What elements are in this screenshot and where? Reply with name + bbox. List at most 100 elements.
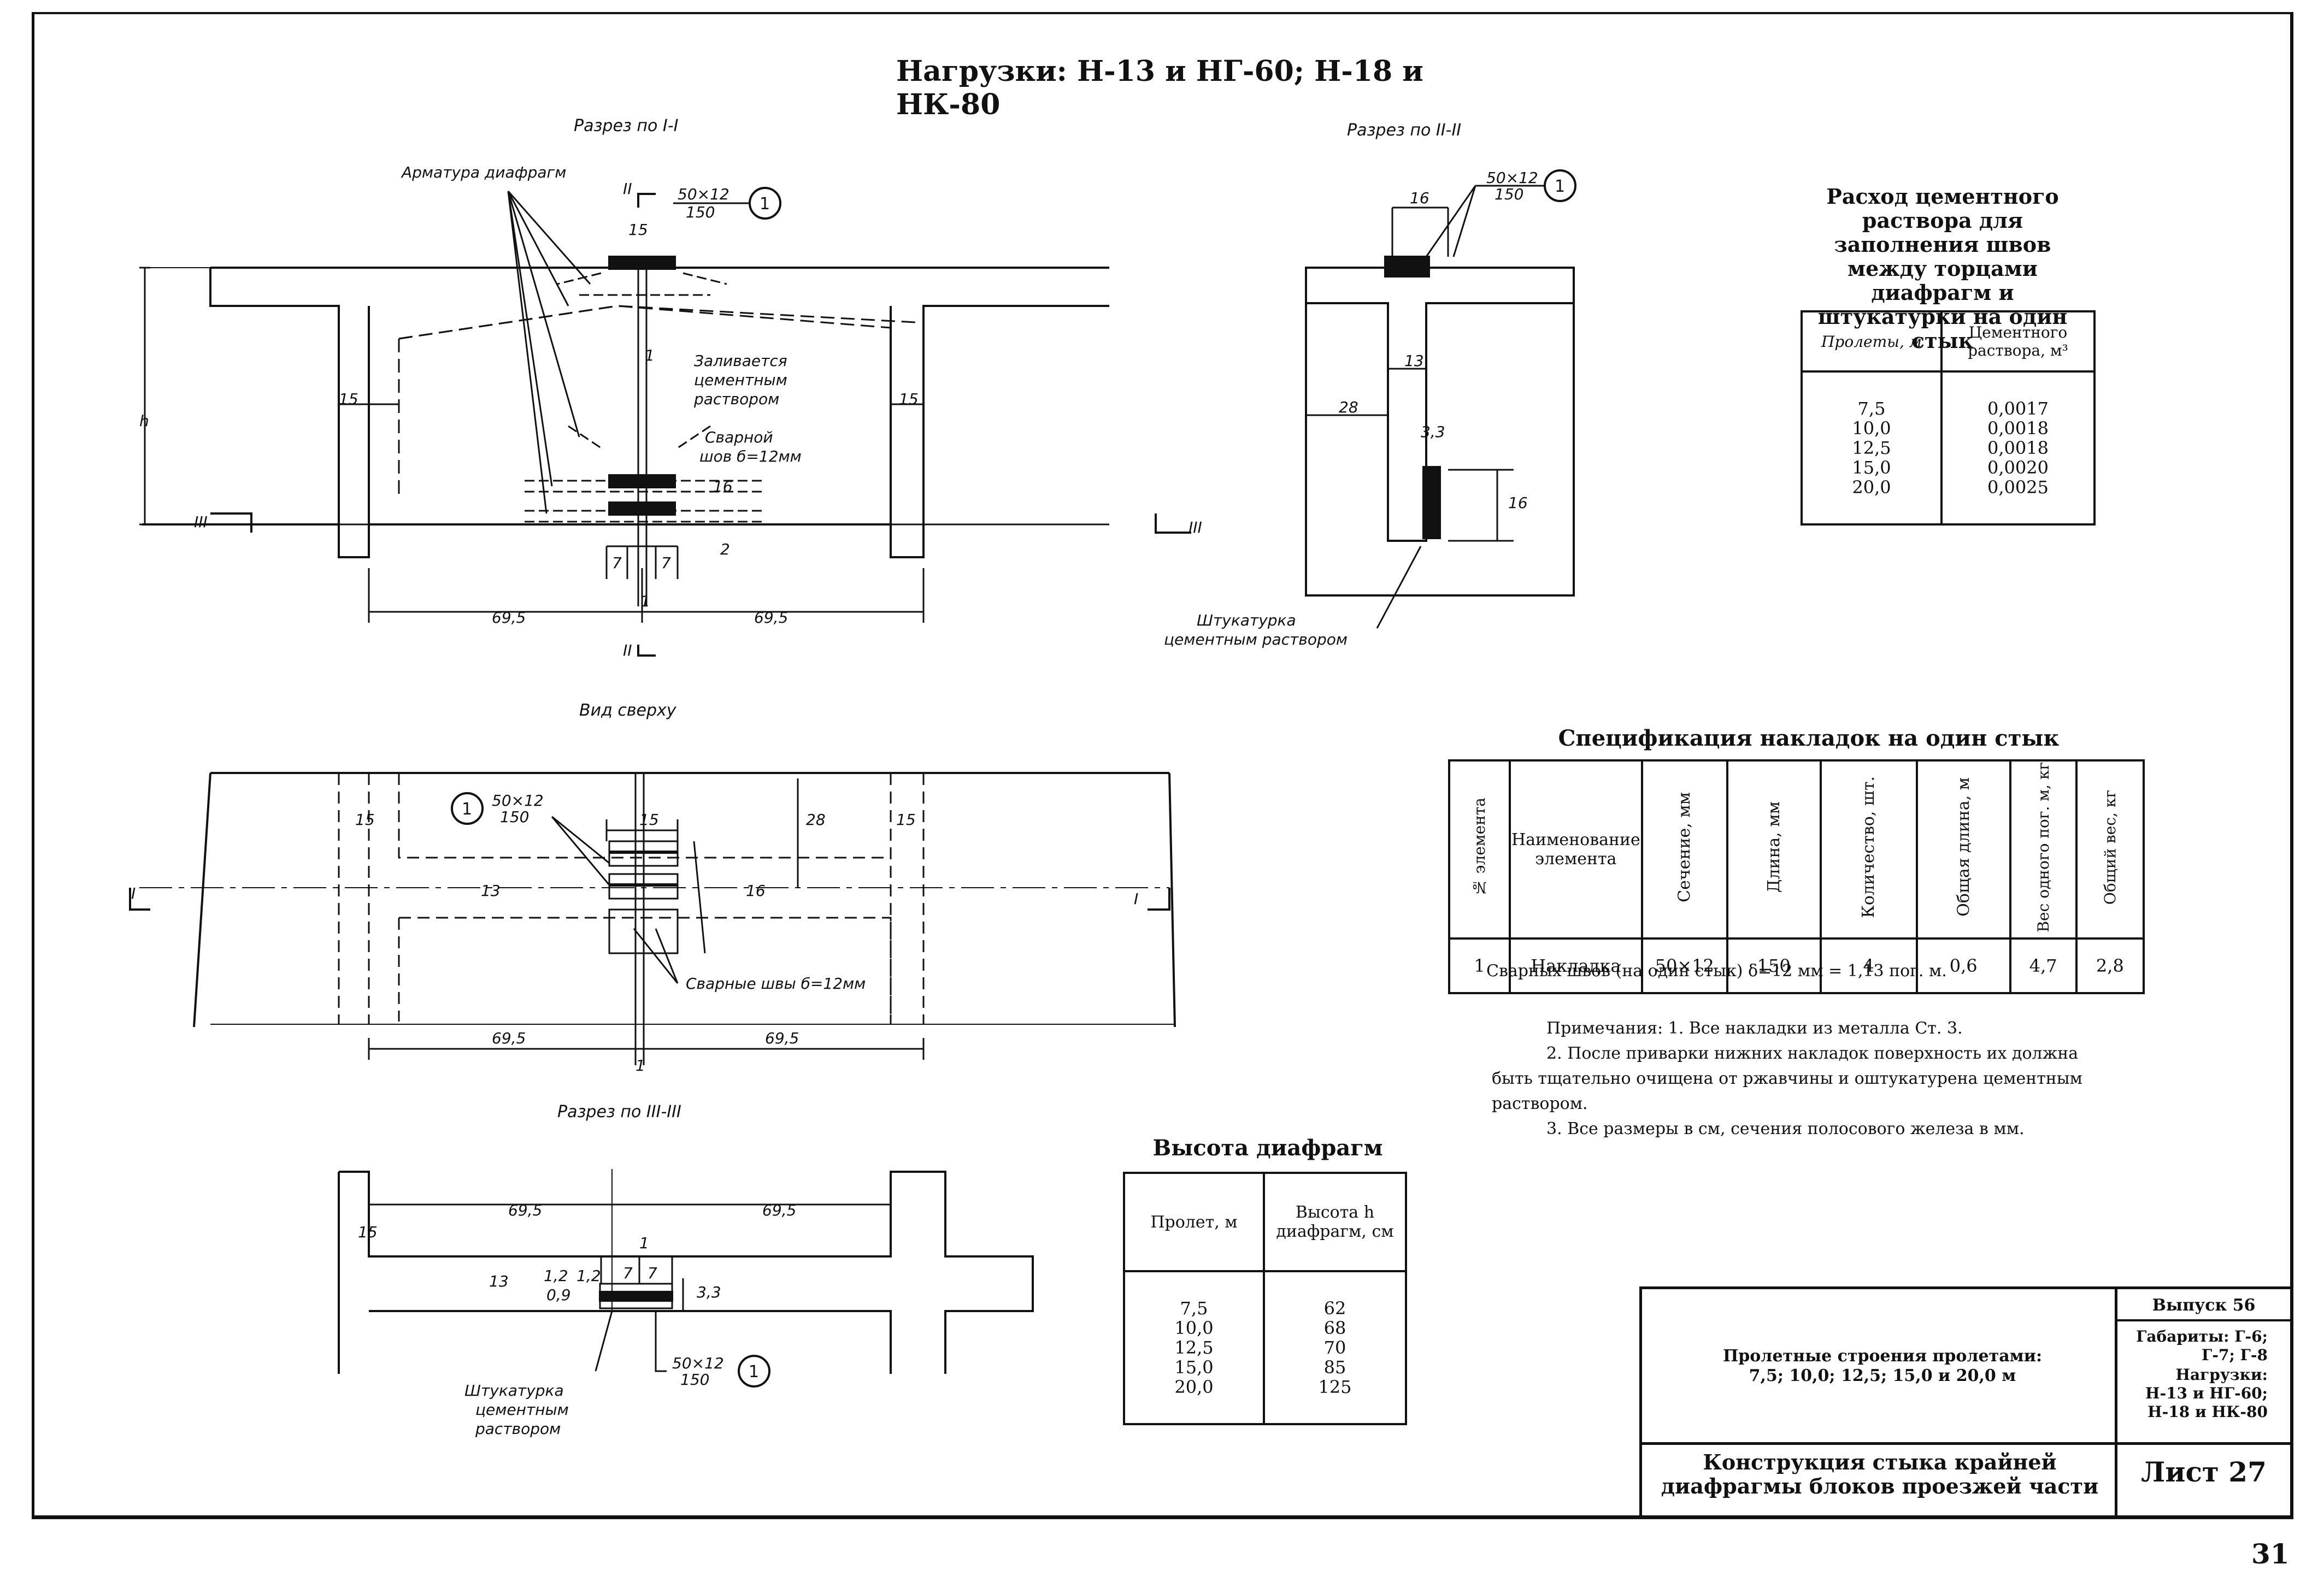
title-block-hdiv	[1642, 1442, 2290, 1445]
spec-cell-1: Накладка	[1509, 937, 1643, 994]
dim-69-a: 69,5	[492, 609, 526, 627]
label-svarnoy-2: шов б=12мм	[699, 447, 802, 465]
label-zalivaetsya-2: цементным	[694, 371, 787, 389]
dim-7-III-a: 7	[623, 1264, 633, 1282]
spec-cell-7: 2,8	[2075, 937, 2145, 994]
svg-text:1: 1	[749, 1362, 759, 1382]
plate-label-4: 50×12	[672, 1354, 724, 1372]
dim-69-III-a: 69,5	[508, 1201, 542, 1219]
dim-1-top: 1	[636, 1056, 645, 1075]
spec-col-0: № элемента	[1448, 759, 1511, 940]
mark-II-top: II	[623, 180, 632, 198]
height-table: Пролет, м Высота h диафрагм, см 7,5 10,0…	[1123, 1172, 1407, 1425]
dim-13-II: 13	[1404, 352, 1424, 370]
cement-values: 0,0017 0,0018 0,0018 0,0020 0,0025	[1940, 370, 2096, 526]
notes: Примечания: 1. Все накладки из металла С…	[1492, 1016, 2098, 1142]
svg-text:1: 1	[462, 800, 472, 819]
label-zalivaetsya: Заливается	[694, 352, 787, 370]
page-number: 31	[2251, 1538, 2290, 1570]
section-1-1	[139, 191, 1191, 657]
label-shtukaturka-II-2: цементным раствором	[1164, 630, 1348, 648]
top-view	[129, 772, 1176, 1065]
cement-spans: 7,5 10,0 12,5 15,0 20,0	[1801, 370, 1943, 526]
spec-cell-6: 4,7	[2009, 937, 2078, 994]
dim-15-top-a: 15	[355, 811, 375, 829]
label-zalivaetsya-3: раствором	[693, 390, 779, 408]
dim-1: 1	[645, 346, 655, 364]
label-shtukaturka-III-2: цементным	[475, 1401, 569, 1419]
dim-h: h	[139, 412, 149, 430]
height-col-spans: Пролет, м	[1123, 1172, 1265, 1272]
mark-III-left: III	[194, 513, 208, 531]
height-col-h: Высота h диафрагм, см	[1263, 1172, 1407, 1272]
spec-col-7: Общий вес, кг	[2075, 759, 2145, 940]
height-table-title: Высота диафрагм	[1152, 1135, 1383, 1161]
label-shtukaturka-III: Штукатурка	[464, 1382, 564, 1400]
svg-text:1: 1	[1555, 177, 1565, 196]
dim-7-a: 7	[612, 554, 622, 572]
section-3-3	[338, 1169, 1034, 1374]
view-label-section-2: Разрез по II-II	[1347, 121, 1461, 140]
view-label-top: Вид сверху	[579, 701, 677, 720]
mark-III-right: III	[1189, 518, 1202, 536]
dim-12-III-a: 1,2	[544, 1267, 568, 1285]
dim-16: 16	[713, 477, 733, 495]
spec-col-3: Длина, мм	[1726, 759, 1822, 940]
height-values: 62 68 70 85 125	[1263, 1270, 1407, 1425]
note-3: 3. Все размеры в см, сечения полосового …	[1546, 1119, 2025, 1138]
dim-28-top: 28	[806, 811, 826, 829]
dim-15-b: 15	[899, 390, 919, 408]
title-block-hdiv-2	[2115, 1319, 2290, 1321]
dim-15-top-c: 15	[639, 811, 659, 829]
dim-7-III-b: 7	[648, 1264, 657, 1282]
mark-II-bottom: II	[623, 641, 632, 659]
dim-13-III: 13	[489, 1272, 509, 1290]
dim-15-III: 15	[358, 1223, 378, 1241]
dim-1-b: 1	[640, 592, 650, 610]
title-block-gabarity: Габариты: Г-6; Г-7; Г-8	[2136, 1327, 2268, 1364]
dim-16-top: 16	[746, 882, 766, 900]
title-block-issue: Выпуск 56	[2152, 1296, 2256, 1315]
dim-7-b: 7	[661, 554, 671, 572]
dim-69-b: 69,5	[754, 609, 788, 627]
page-title: Нагрузки: Н-13 и НГ-60; Н-18 и НК-80	[896, 55, 1423, 121]
plate-label-3: 50×12	[492, 792, 544, 810]
dim-28-II: 28	[1339, 398, 1358, 416]
dim-33-II: 3,3	[1421, 423, 1445, 441]
cement-col-mortar: Цементного раствора, м³	[1940, 310, 2096, 373]
dim-15-a: 15	[339, 390, 358, 408]
dim-69-top-a: 69,5	[492, 1029, 526, 1047]
title-block-sheet: Лист 27	[2141, 1456, 2267, 1488]
spec-col-6: Вес одного пог. м, кг	[2009, 759, 2078, 940]
view-label-section-3: Разрез по III-III	[557, 1102, 681, 1121]
spec-col-4: Количество, шт.	[1819, 759, 1918, 940]
label-shtukaturka-III-3: раствором	[475, 1420, 561, 1438]
dim-13-top: 13	[481, 882, 501, 900]
note-2: 2. После приварки нижних накладок поверх…	[1492, 1044, 2082, 1113]
weld-note: Сварных швов (на один стык) δ=12 мм = 1,…	[1486, 961, 1947, 981]
title-block: Пролетные строения пролетами: 7,5; 10,0;…	[1639, 1286, 2290, 1516]
label-svarnye: Сварные швы б=12мм	[686, 975, 866, 993]
height-spans: 7,5 10,0 12,5 15,0 20,0	[1123, 1270, 1265, 1425]
spec-cell-0: 1	[1448, 937, 1511, 994]
plate-len-2: 150	[1495, 185, 1523, 203]
label-armatura: Арматура диафрагм	[401, 163, 566, 181]
mark-I-right: I	[1134, 890, 1138, 908]
cement-col-spans: Пролеты, м	[1801, 310, 1943, 373]
plate-label-1: 50×12	[678, 185, 729, 203]
view-label-section-1: Разрез по I-I	[574, 116, 679, 135]
title-block-main: Пролетные строения пролетами: 7,5; 10,0;…	[1722, 1347, 2043, 1385]
dim-16-II: 16	[1410, 189, 1429, 207]
dim-1-III: 1	[639, 1234, 649, 1252]
dim-12-III-b: 1,2	[576, 1267, 601, 1285]
plate-label-2: 50×12	[1486, 169, 1538, 187]
spec-col-5: Общая длина, м	[1915, 759, 2011, 940]
mark-I-left: I	[131, 884, 136, 902]
dim-15-top-b: 15	[896, 811, 916, 829]
plate-len-4: 150	[680, 1371, 709, 1389]
spec-col-2: Сечение, мм	[1640, 759, 1728, 940]
plate-len-3: 150	[500, 808, 529, 826]
dim-16-II-b: 16	[1508, 494, 1528, 512]
title-block-loads: Нагрузки: Н-13 и НГ-60; Н-18 и НК-80	[2145, 1366, 2268, 1421]
